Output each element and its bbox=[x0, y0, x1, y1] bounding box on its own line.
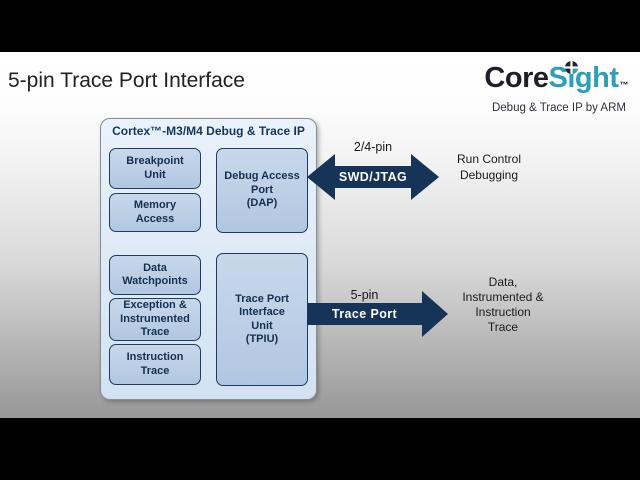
trace-port-pin-label: 5-pin bbox=[350, 288, 379, 302]
block-trace-port-interface-unit: Trace Port Interface Unit (TPIU) bbox=[216, 253, 308, 386]
logo-core-text: Core bbox=[484, 62, 549, 94]
block-debug-access-port: Debug Access Port (DAP) bbox=[216, 148, 308, 233]
swd-jtag-label: SWD/JTAG bbox=[338, 170, 408, 184]
trace-port-label: Trace Port bbox=[331, 307, 398, 321]
block-data-watchpoints: Data Watchpoints bbox=[109, 255, 201, 295]
trace-port-arrow: Trace Port bbox=[307, 291, 448, 337]
logo-tagline: Debug & Trace IP by ARM bbox=[491, 102, 626, 114]
letterbox-top bbox=[0, 0, 640, 52]
coresight-target-icon bbox=[564, 61, 578, 74]
run-control-annotation: Run Control Debugging bbox=[456, 152, 522, 182]
slide-title: 5-pin Trace Port Interface bbox=[8, 69, 245, 92]
container-title: Cortex™-M3/M4 Debug & Trace IP bbox=[112, 124, 305, 138]
logo-dotless-i: ı bbox=[567, 62, 575, 94]
block-exception-instrumented-trace: Exception & Instrumented Trace bbox=[109, 298, 201, 341]
cortex-debug-trace-container: Cortex™-M3/M4 Debug & Trace IP Breakpoin… bbox=[100, 118, 317, 400]
letterbox-bottom bbox=[0, 418, 640, 480]
block-instruction-trace: Instruction Trace bbox=[109, 344, 201, 385]
logo-s-text: S bbox=[548, 62, 568, 94]
logo-trademark: ™ bbox=[619, 80, 629, 90]
swd-jtag-pin-label: 2/4-pin bbox=[353, 140, 393, 154]
block-breakpoint-unit: Breakpoint Unit bbox=[109, 148, 201, 189]
bidirectional-arrow-icon bbox=[307, 154, 439, 200]
trace-data-annotation: Data, Instrumented & Instruction Trace bbox=[462, 275, 544, 334]
swd-jtag-arrow: SWD/JTAG bbox=[307, 154, 439, 200]
logo-i-text: ı bbox=[564, 61, 578, 95]
logo-ght-text: ght bbox=[574, 62, 619, 94]
block-memory-access: Memory Access bbox=[109, 193, 201, 232]
right-arrow-icon bbox=[307, 291, 448, 337]
